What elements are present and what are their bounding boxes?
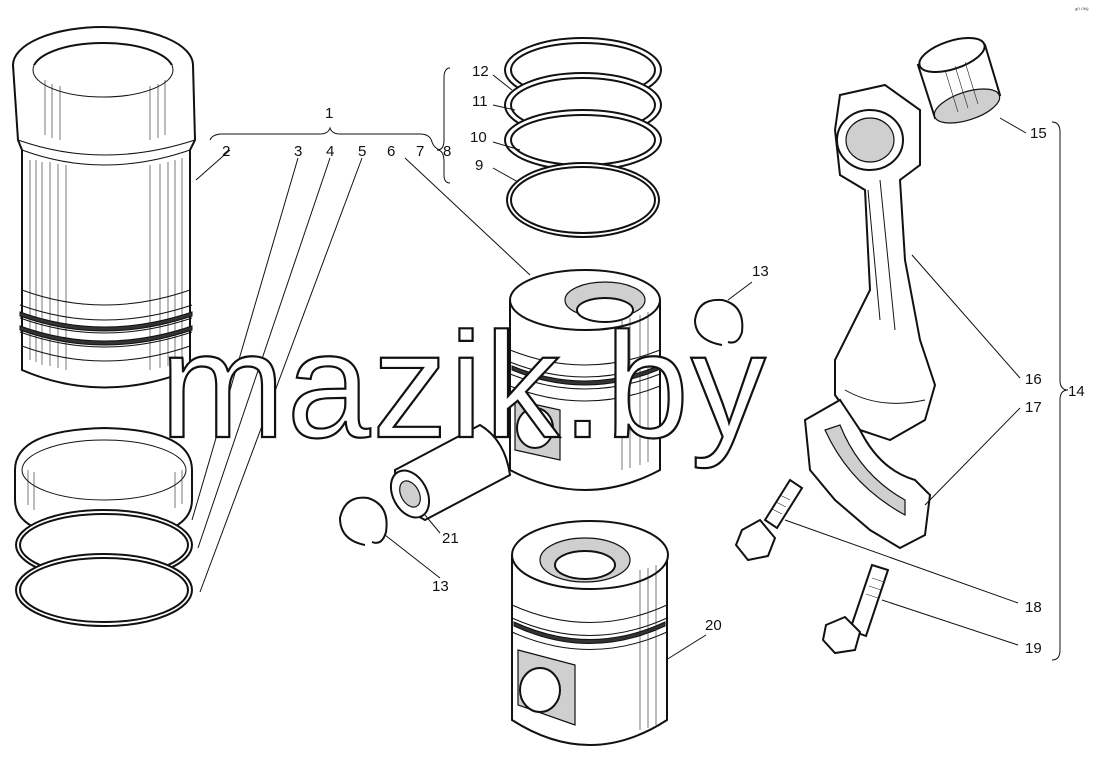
label-13-lower: 13 [432,578,449,595]
liner-seal-rings [14,426,193,627]
label-11: 11 [472,93,488,110]
label-5: 5 [358,143,366,160]
label-7: 7 [416,143,424,160]
cylinder-liner [12,26,197,389]
piston-pin [389,423,512,522]
label-13-upper: 13 [752,263,769,280]
rod-bolt-18 [734,478,804,562]
part-labels: 1 2 3 4 5 6 7 8 9 10 11 12 13 13 14 15 1… [222,63,1085,657]
label-21: 21 [442,530,459,547]
leader-lines [191,67,1069,661]
piston [511,520,669,746]
bearing-bushing [916,37,1002,124]
label-1: 1 [325,105,333,122]
label-19: 19 [1025,640,1042,657]
label-10: 10 [470,129,487,146]
label-14: 14 [1068,383,1085,400]
piston-rings-set [504,37,662,238]
label-6: 6 [387,143,395,160]
connecting-rod [833,83,937,442]
rod-cap [803,398,932,550]
label-2: 2 [222,143,230,160]
label-20: 20 [705,617,722,634]
watermark: mazik.by [160,301,768,469]
circlip-lower [338,496,388,546]
corner-mark: ᵃ⁰ ⁰⁰⁸ [1075,7,1089,14]
label-17: 17 [1025,399,1042,416]
rod-bolt-19 [821,563,890,655]
label-3: 3 [294,143,302,160]
liner-hatching [29,80,183,370]
label-16: 16 [1025,371,1042,388]
piston-assembly [509,269,661,491]
label-4: 4 [326,143,334,160]
label-15: 15 [1030,125,1047,142]
label-18: 18 [1025,599,1042,616]
label-9: 9 [475,157,483,174]
label-12: 12 [472,63,489,80]
label-8: 8 [443,143,451,160]
circlip-upper [693,298,744,346]
